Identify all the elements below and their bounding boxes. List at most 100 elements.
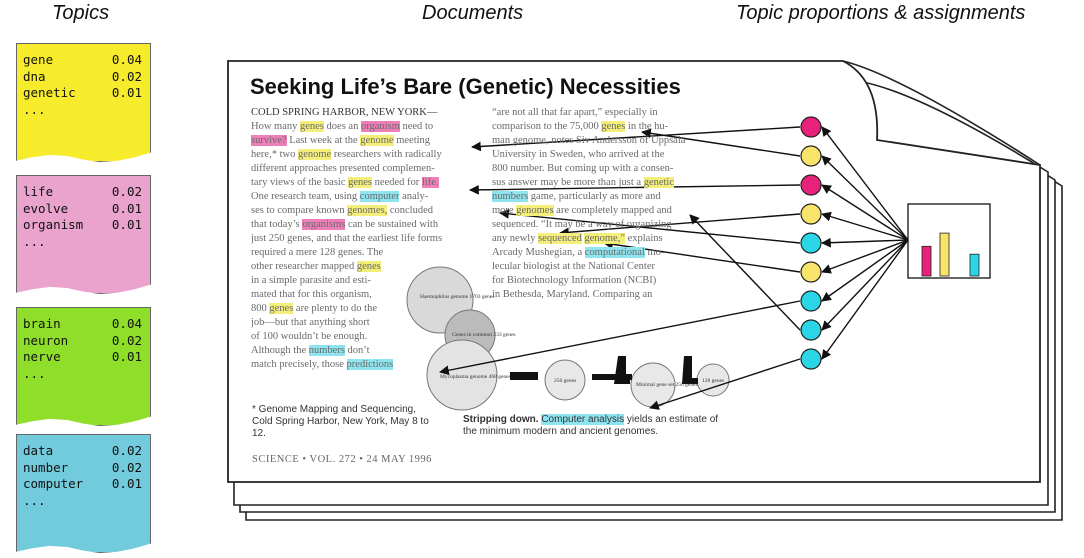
proportions-header: Topic proportions & assignments	[736, 2, 1026, 24]
article-line: more genomes are completely mapped and	[492, 205, 672, 216]
topic-word: computer	[23, 476, 84, 491]
article-line: University in Sweden, who arrived at the	[492, 149, 665, 160]
topic-word-row: gene 0.04	[23, 52, 142, 69]
proportion-to-dot-arrow	[821, 239, 909, 274]
topic-word: data	[23, 443, 54, 458]
assignment-dot	[800, 348, 822, 370]
article-line: numbers game, particularly as more and	[492, 191, 661, 202]
article-line: survive? Last week at the genome meeting	[251, 135, 431, 146]
topic-proportions-chart	[907, 203, 991, 279]
topic-word-prob: 0.02	[111, 184, 142, 199]
topic-word: life	[23, 184, 54, 199]
topic-word-prob: 0.01	[111, 476, 142, 491]
assignment-dot	[800, 290, 822, 312]
topic-more: ...	[23, 101, 46, 117]
article-line: match precisely, those predictions	[251, 359, 394, 370]
article-line: tary views of the basic genes needed for…	[251, 177, 439, 188]
topic-word-row: data 0.02	[23, 443, 142, 460]
proportion-bar	[921, 245, 932, 277]
topic-word-row: organism 0.01	[23, 217, 142, 234]
caption-rest: yields an estimate of the minimum modern…	[463, 414, 719, 437]
proportion-to-dot-arrow	[821, 155, 909, 241]
article-line: job—but that anything short	[251, 317, 370, 328]
figure-caption: Stripping down. Computer analysis yields…	[463, 414, 733, 438]
topic-word: number	[23, 459, 69, 475]
article-title: Seeking Life’s Bare (Genetic) Necessitie…	[250, 74, 681, 99]
topic-word-prob: 0.02	[111, 443, 142, 458]
article-line: sus answer may be more than just a genet…	[492, 177, 675, 188]
fig-label-common: Genes in common 233 genes	[452, 332, 516, 338]
article-line: comparison to the 75,000 genes in the hu…	[492, 121, 669, 132]
proportion-to-dot-arrow	[821, 126, 909, 241]
article-line: any newly sequenced genome,” explains	[492, 233, 663, 244]
topic-word-prob: 0.04	[111, 52, 142, 67]
topic-word-row: number 0.02	[23, 460, 142, 477]
topic-word: organism	[23, 217, 84, 232]
topic-word-row: computer 0.01	[23, 476, 142, 493]
topic-word-prob: 0.02	[111, 68, 142, 84]
topics-header: Topics	[52, 2, 110, 24]
topic-word: dna	[23, 68, 46, 84]
topic-word: genetic	[23, 85, 76, 100]
article-line: just 250 genes, and that the earliest li…	[251, 233, 443, 244]
article-line: 800 number. But coming up with a consen-	[492, 163, 674, 174]
caption-bold: Stripping down.	[463, 414, 539, 425]
proportion-to-dot-arrow	[821, 239, 909, 331]
article-line: How many genes does an organism need to	[251, 121, 434, 132]
fig-label-128: 128 genes	[702, 378, 724, 384]
assignment-dot	[800, 203, 822, 225]
article-footnote: * Genome Mapping and Sequencing, Cold Sp…	[252, 404, 429, 439]
figure-circle-lower	[426, 339, 498, 411]
article-line: Although the numbers don’t	[251, 345, 370, 356]
fig-label-big: Haemophilus genome 1703 genes	[420, 294, 494, 300]
article-line: man genome, notes Siv Andersson of Uppsa…	[492, 135, 686, 146]
topic-word-prob: 0.04	[111, 316, 142, 331]
article-line: of 100 wouldn’t be enough.	[251, 331, 368, 342]
topic-word-prob: 0.02	[111, 332, 142, 348]
article-line: 800 genes are plenty to do the	[251, 303, 377, 314]
article-line: “are not all that far apart,” especially…	[492, 107, 658, 118]
article-footer: SCIENCE • VOL. 272 • 24 MAY 1996	[252, 454, 432, 465]
topic-word-row: dna 0.02	[23, 69, 142, 86]
topic-word: neuron	[23, 332, 69, 348]
dot-to-word-arrow	[649, 358, 801, 410]
assignment-dot	[800, 319, 822, 341]
proportion-bar	[939, 232, 950, 277]
article-left-column: COLD SPRING HARBOR, NEW YORK— How many g…	[251, 106, 483, 372]
topic-more: ...	[23, 492, 46, 508]
proportion-to-dot-arrow	[821, 239, 909, 302]
genome-figure	[406, 266, 730, 411]
topic-word-prob: 0.01	[111, 349, 142, 364]
article-line: required a mere 128 genes. The	[251, 247, 384, 258]
article-line: Arcady Mushegian, a computational mo-	[492, 247, 665, 258]
article-line: other researcher mapped genes	[251, 261, 381, 272]
assignment-dot	[800, 261, 822, 283]
article-line: different approaches presented complemen…	[251, 163, 435, 174]
article-line: here,* two genome researchers with radic…	[251, 149, 442, 160]
dot-to-word-arrow	[469, 184, 801, 195]
assignment-dots	[800, 116, 822, 370]
topic-more: ...	[23, 365, 46, 381]
article-line: ses to compare known genomes, concluded	[251, 205, 433, 216]
proportion-to-dot-arrow	[821, 237, 909, 248]
article-line: lecular biologist at the National Center	[492, 261, 656, 272]
proportion-to-dot-arrow	[821, 184, 909, 241]
article-line: for Biotechnology Information (NCBI)	[492, 275, 657, 286]
article-line: mated that for this organism,	[251, 289, 372, 300]
dot-to-word-arrow	[559, 213, 801, 238]
fig-label-250: Minimal gene set 250 genes	[636, 382, 698, 388]
topic-word: gene	[23, 52, 54, 67]
dot-to-word-arrow	[499, 209, 801, 244]
topic-word-prob: 0.02	[111, 459, 142, 475]
article-line: sequenced. “It may be a way of organizin…	[492, 219, 672, 230]
assignment-arrows	[439, 126, 909, 410]
proportion-bar	[969, 253, 980, 277]
article-line: One research team, using computer analy-	[251, 191, 429, 202]
topic-word-prob: 0.01	[111, 217, 142, 232]
